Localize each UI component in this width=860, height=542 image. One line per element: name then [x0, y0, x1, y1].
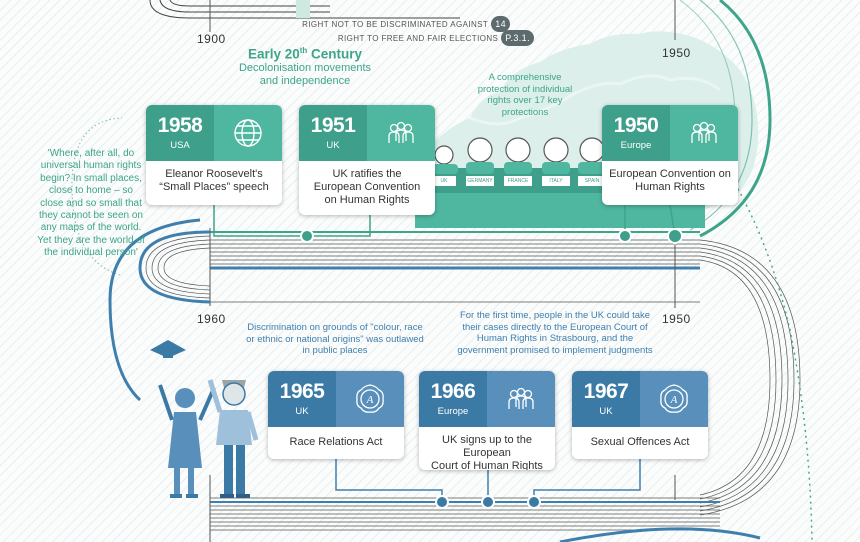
- event-year: 1965: [279, 380, 325, 403]
- people-group-icon: [367, 105, 435, 161]
- event-year-box: 1950 Europe: [602, 105, 670, 161]
- article-badge: 14: [491, 16, 510, 32]
- delegate-label: GERMANY: [467, 178, 493, 184]
- event-region: UK: [295, 406, 309, 417]
- event-description: Eleanor Roosevelt's “Small Places” speec…: [159, 168, 269, 193]
- event-region: UK: [326, 140, 340, 151]
- event-year: 1951: [310, 114, 356, 137]
- event-region: USA: [170, 140, 190, 151]
- era-title: Early 20th Century: [247, 46, 363, 62]
- discrimination-note: Discrimination on grounds of "colour, ra…: [246, 322, 424, 356]
- event-card-1967[interactable]: 1967 UK A Sexual Offences Act: [572, 371, 708, 459]
- event-region: UK: [599, 406, 613, 417]
- globe-icon: [214, 105, 282, 161]
- event-description: UK ratifies the European Convention on H…: [313, 168, 421, 206]
- delegate-label: ITALY: [549, 178, 563, 184]
- era-subtitle: Decolonisation movements and independenc…: [238, 62, 372, 87]
- event-year: 1966: [430, 380, 476, 403]
- event-description: European Convention on Human Rights: [609, 168, 731, 193]
- delegates-illustration: [420, 137, 610, 188]
- year-marker-right-lower: 1950: [662, 312, 691, 326]
- event-year-box: 1967 UK: [572, 371, 640, 427]
- event-card-1950[interactable]: 1950 Europe European Convention on Human…: [602, 105, 738, 205]
- delegate-label: SPAIN: [584, 178, 600, 184]
- people-group-icon: [670, 105, 738, 161]
- year-marker-left-lower: 1960: [197, 312, 226, 326]
- roosevelt-quote: 'Where, after all, do universal human ri…: [37, 148, 145, 259]
- event-year-box: 1958 USA: [146, 105, 214, 161]
- event-year-box: 1965 UK: [268, 371, 336, 427]
- article-badge: P.3.1.: [501, 30, 534, 46]
- event-year: 1967: [583, 380, 629, 403]
- delegate-label: UK: [440, 178, 448, 184]
- event-year: 1958: [157, 114, 203, 137]
- year-marker-left-upper: 1900: [197, 32, 226, 46]
- event-card-1958[interactable]: 1958 USA Eleanor Roosevelt's “Small Plac…: [146, 105, 282, 205]
- event-card-1965[interactable]: 1965 UK A Race Relations Act: [268, 371, 404, 459]
- year-marker-right-upper: 1950: [662, 46, 691, 60]
- seal-icon: A: [640, 371, 708, 427]
- event-year-box: 1951 UK: [299, 105, 367, 161]
- people-group-icon: [487, 371, 555, 427]
- event-description: Race Relations Act: [289, 436, 383, 448]
- delegate-label: FRANCE: [507, 178, 529, 184]
- event-year-box: 1966 Europe: [419, 371, 487, 427]
- event-description: Sexual Offences Act: [590, 436, 690, 448]
- seal-icon: A: [336, 371, 404, 427]
- event-card-1966[interactable]: 1966 Europe UK signs up to the European …: [419, 371, 555, 470]
- event-card-1951[interactable]: 1951 UK UK ratifies the European Convent…: [299, 105, 435, 215]
- event-region: Europe: [620, 140, 652, 151]
- svg-text:A: A: [366, 394, 374, 406]
- graduates-illustration: [150, 340, 259, 498]
- event-year: 1950: [613, 114, 659, 137]
- event-description: UK signs up to the European Court of Hum…: [431, 434, 543, 470]
- svg-text:A: A: [670, 394, 678, 406]
- protection-note: A comprehensive protection of individual…: [477, 72, 573, 118]
- court-note: For the first time, people in the UK cou…: [457, 310, 653, 356]
- event-region: Europe: [437, 406, 469, 417]
